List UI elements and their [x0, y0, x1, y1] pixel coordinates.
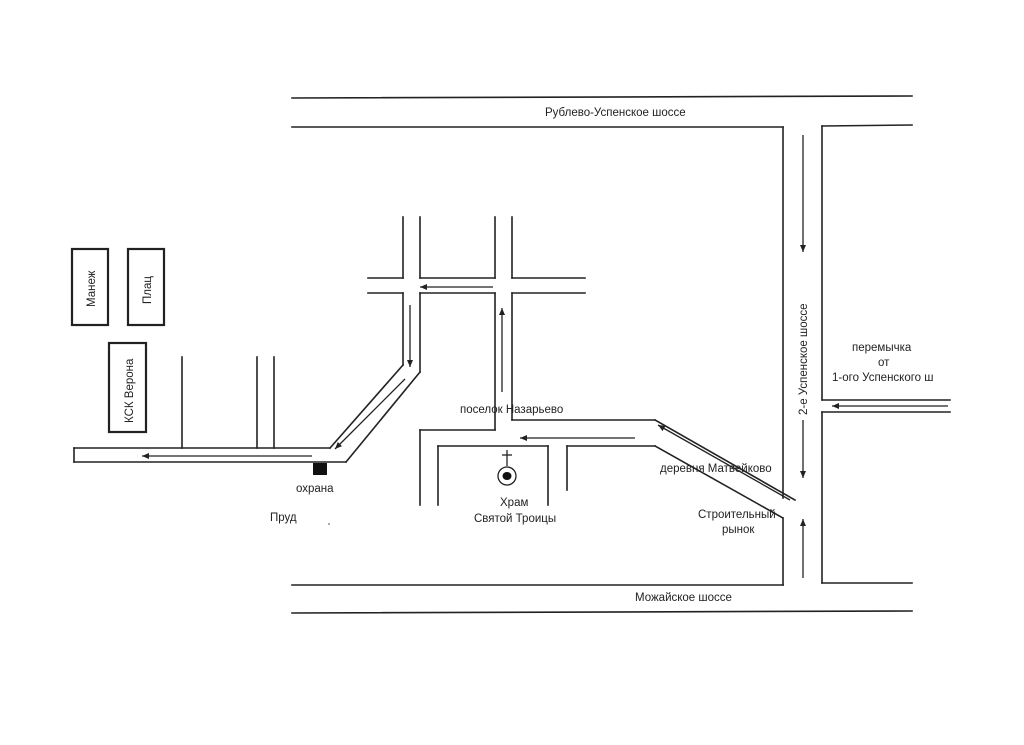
upper-crossroads — [367, 216, 586, 431]
khram-label-1: Храм — [500, 497, 528, 509]
rynok-label-1: Строительный — [698, 509, 776, 521]
prud-label: Пруд — [270, 512, 297, 524]
arrow-diagonal-matveykovo — [657, 424, 791, 501]
village-roads — [419, 418, 797, 520]
ksk-verona-label: КСК Верона — [124, 358, 136, 423]
stable-road — [73, 356, 347, 463]
peremychka-label-2: от — [878, 357, 890, 369]
uspenskoe-2-label: 2-е Успенское шоссе — [798, 304, 810, 416]
route-arrows — [142, 135, 948, 578]
church-icon — [497, 450, 517, 486]
mozhaiskoe-highway — [291, 582, 913, 614]
matveykovo-label: деревня Матвейково — [660, 463, 772, 475]
arrow-diagonal-stables — [334, 378, 406, 450]
plats-label: Плац — [142, 276, 154, 304]
peremychka-label-3: 1-ого Успенского ш — [832, 372, 933, 384]
guard-post — [313, 463, 327, 475]
rynok-label-2: рынок — [722, 524, 755, 536]
ksk-verona-building — [107, 341, 148, 434]
pond-dot — [328, 523, 330, 525]
peremychka-road — [821, 399, 951, 413]
second-uspenskoe-highway — [782, 125, 823, 586]
khram-label-2: Святой Троицы — [474, 513, 556, 525]
mozhaisk-highway-label: Можайское шоссе — [635, 592, 732, 604]
peremychka-label-1: перемычка — [852, 342, 912, 354]
rublevo-uspenskoe-highway — [291, 95, 913, 128]
manezh-label: Манеж — [86, 270, 98, 307]
diagonal-road — [328, 292, 422, 464]
nazarevo-label: поселок Назарьево — [460, 404, 563, 416]
rublevo-highway-label: Рублево-Успенское шоссе — [545, 107, 686, 119]
okhrana-label: охрана — [296, 483, 334, 495]
manezh-building — [70, 247, 110, 327]
plats-building — [126, 247, 166, 327]
